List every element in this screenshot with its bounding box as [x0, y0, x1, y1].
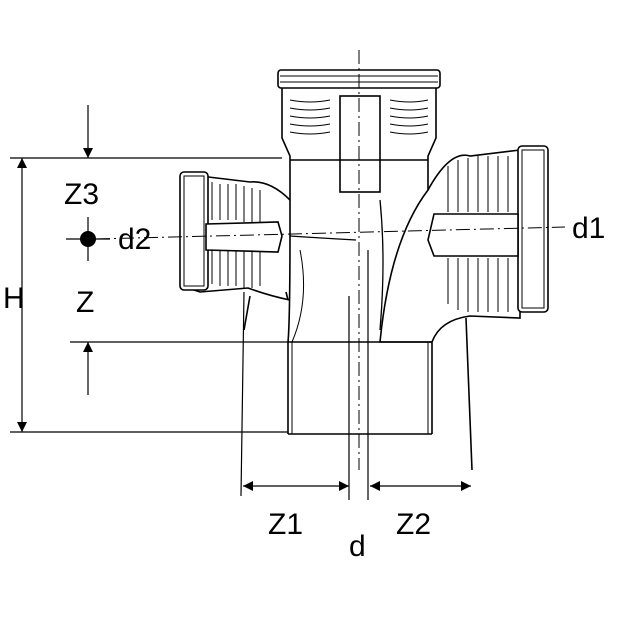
dimension-lines [10, 105, 471, 500]
branch-axis-line [95, 226, 566, 240]
label-z: Z [76, 286, 94, 319]
label-h: H [3, 282, 25, 315]
left-branch [179, 171, 291, 331]
interior-curves [289, 199, 384, 343]
label-z2: Z2 [396, 508, 431, 541]
label-d2: d2 [118, 223, 151, 256]
right-branch [427, 145, 549, 471]
main-pipe [287, 160, 433, 435]
fitting-body [179, 69, 549, 471]
center-lines [95, 50, 566, 470]
label-d: d [349, 530, 366, 563]
dimension-labels: Z3 d2 d1 H Z Z1 d Z2 [3, 178, 605, 563]
label-d1: d1 [572, 212, 605, 245]
top-socket [277, 69, 441, 193]
label-z3: Z3 [64, 178, 99, 211]
label-z1: Z1 [268, 508, 303, 541]
